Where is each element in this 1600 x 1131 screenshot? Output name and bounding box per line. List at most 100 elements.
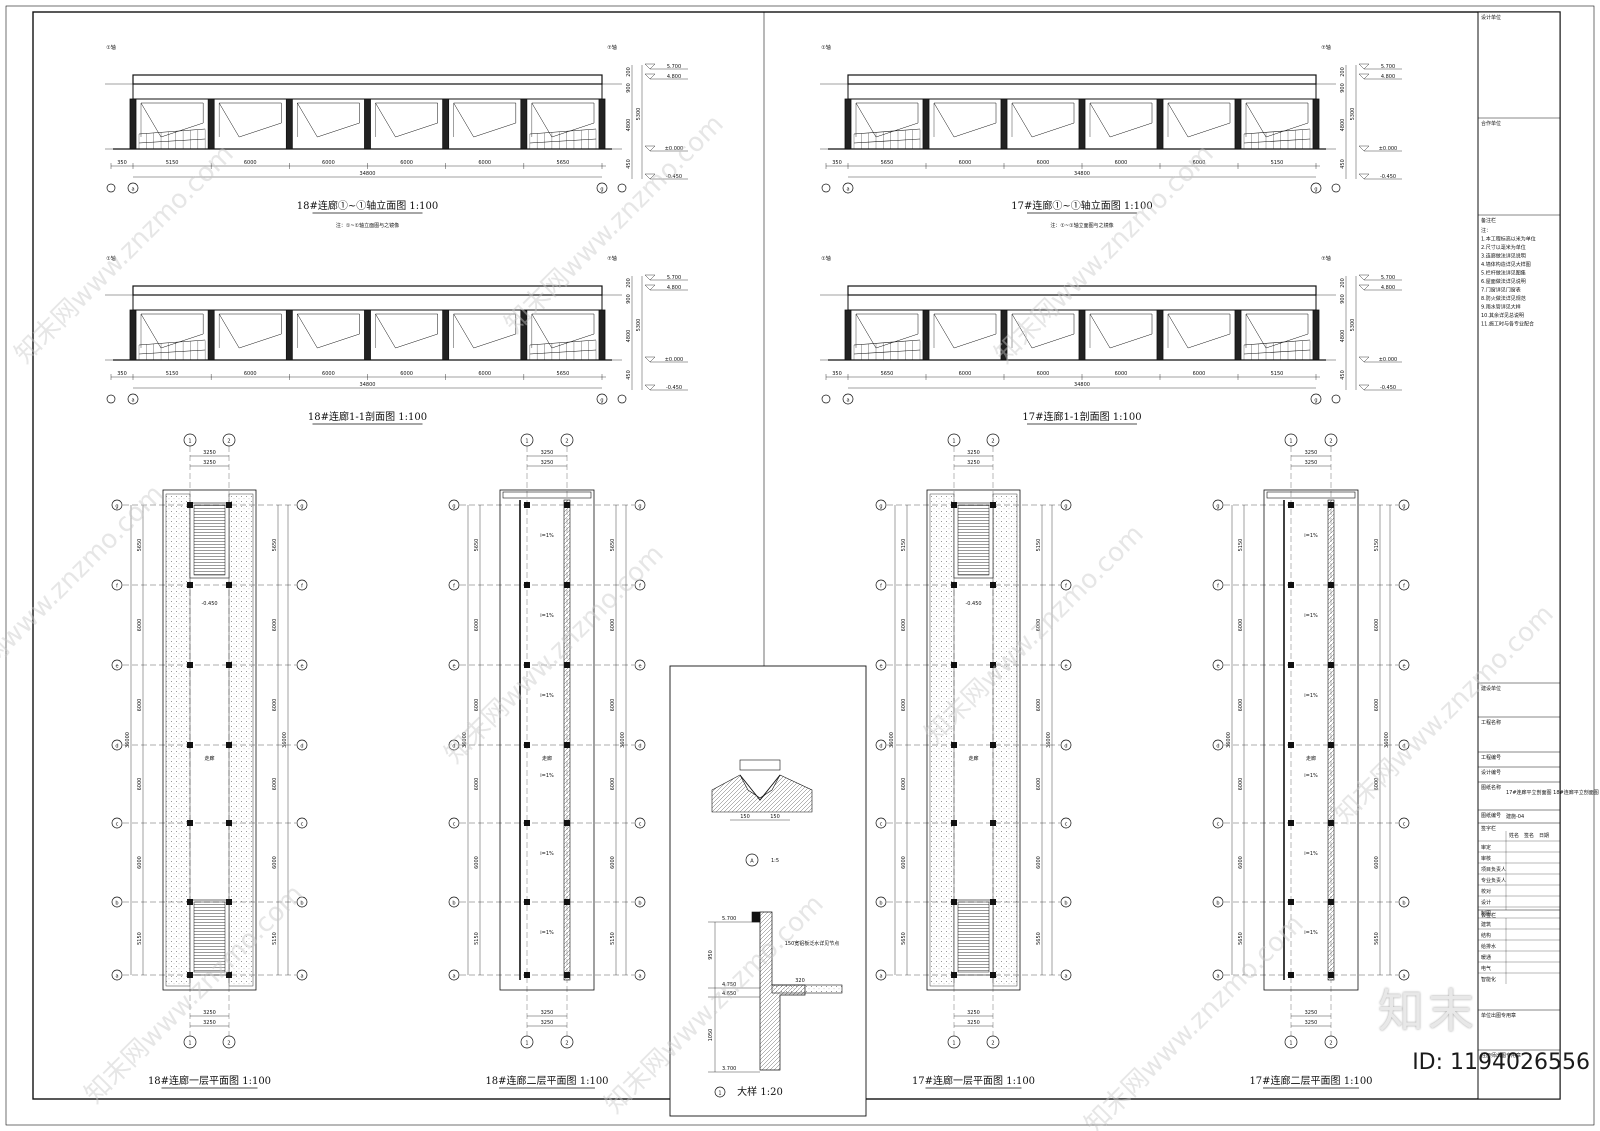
resource-id-label: ID: 1194026556	[1412, 1050, 1590, 1075]
axis-bubble-1-label: 1	[525, 1041, 528, 1047]
slope-label: i=1%	[540, 693, 554, 699]
dim-span: 5650	[881, 371, 894, 377]
axis-bubble-left-label: f	[1217, 584, 1219, 590]
column	[1288, 742, 1294, 748]
axis-bubble-left-label: c	[453, 822, 456, 828]
bay-opening	[531, 313, 595, 349]
rail-top	[529, 339, 597, 346]
axis-bubble-left	[111, 969, 123, 981]
level-mark	[1358, 274, 1370, 281]
axis-tag: ⑦轴	[607, 44, 616, 51]
axis-bubble-small	[821, 394, 831, 404]
vdim-value: 450	[626, 159, 632, 169]
axis-bubble-right-label: e	[1402, 664, 1405, 670]
vdim-value: 5300	[636, 108, 642, 121]
axis-bubble-left-label: g	[1216, 504, 1219, 510]
spacing-dim: 6000	[474, 619, 480, 632]
axis-tag: ⑦轴	[1321, 44, 1330, 51]
stair-bottom	[957, 901, 990, 973]
axis-bubble-right	[296, 579, 308, 591]
axis-bubble-right	[634, 659, 646, 671]
axis-bubble-left	[875, 499, 887, 511]
tb-sign-role: 校对	[1481, 888, 1491, 895]
column	[990, 742, 996, 748]
elevation-title: 17#连廊1-1剖面图 1:100	[1022, 410, 1141, 423]
axis-bubble-left	[1212, 579, 1224, 591]
spacing-dim: 6000	[272, 699, 278, 712]
vdim-value: 4800	[626, 119, 632, 132]
axis-bubble-left	[127, 393, 139, 405]
rail-top	[1243, 339, 1311, 346]
dim-span: 350	[832, 371, 842, 377]
detail-a-joint	[739, 774, 781, 801]
axis-bubble-left-label: g	[879, 504, 882, 510]
width-dim: 3250	[203, 460, 216, 466]
vdim-value: 5300	[1350, 319, 1356, 332]
tb-drawing-name: 17#连廊平立剖面图 18#连廊平立剖面图	[1506, 789, 1599, 796]
vdim-value: 4800	[626, 330, 632, 343]
floor-level: -0.450	[965, 601, 981, 607]
axis-bubble-right-label: e	[1064, 664, 1067, 670]
vdim-value: 4800	[1340, 119, 1346, 132]
axis-bubble-left	[1212, 739, 1224, 751]
column	[564, 582, 570, 588]
column	[207, 309, 215, 361]
column	[442, 98, 450, 150]
total-dim: 36000	[125, 732, 131, 748]
column	[187, 582, 193, 588]
rail-mid	[138, 138, 206, 144]
axis-bubble-right	[1398, 579, 1410, 591]
tb-note: 4.墙体构造详见大样图	[1481, 261, 1531, 268]
vdim-value: 200	[626, 67, 632, 77]
axis-bubble-small	[617, 394, 627, 404]
axis-bubble-right	[1060, 739, 1072, 751]
elevation-note: 注：①~①轴立面图与之镜像	[1050, 222, 1113, 229]
tb-note: 6.屋面做法详见说明	[1481, 278, 1526, 285]
column	[844, 98, 852, 150]
column	[1312, 98, 1320, 150]
parapet-top	[1266, 491, 1356, 499]
bay-opening	[855, 313, 919, 349]
axis-bubble-right-label: f	[1403, 584, 1405, 590]
level-mark	[644, 145, 656, 152]
dim-span: 350	[832, 160, 842, 166]
detail-vdim: 950	[708, 950, 714, 960]
bay-opening	[453, 102, 517, 138]
detail-a-bubble-label: A	[750, 859, 754, 865]
room-label: 走廊	[204, 755, 214, 762]
detail-level: 3.700	[722, 1066, 736, 1072]
level-value: ±0.000	[665, 357, 684, 363]
rail-mid	[529, 138, 597, 144]
axis-bubble-right-label: a	[638, 974, 641, 980]
column	[1234, 98, 1242, 150]
axis-bubble-left-label: a	[131, 187, 134, 193]
axis-bubble-right	[634, 817, 646, 829]
column	[844, 309, 852, 361]
znzmo-logo-watermark: 知末	[1378, 984, 1478, 1038]
slope-label: i=1%	[1304, 533, 1318, 539]
level-mark	[644, 356, 656, 363]
tb-discipline: 智能化	[1481, 976, 1496, 983]
detail-1-title: 大样 1:20	[737, 1085, 783, 1098]
axis-bubble-left	[1212, 817, 1224, 829]
spacing-dim: 5650	[1036, 932, 1042, 945]
axis-bubble-left	[127, 182, 139, 194]
slope-label: i=1%	[1304, 930, 1318, 936]
axis-bubble-right-label: d	[300, 744, 303, 750]
spacing-dim: 5150	[1036, 539, 1042, 552]
spacing-dim: 5150	[1238, 539, 1244, 552]
spacing-dim: 6000	[137, 619, 143, 632]
column	[187, 972, 193, 978]
vdim-value: 900	[1340, 294, 1346, 304]
level-mark	[1358, 145, 1370, 152]
axis-bubble-right	[1398, 817, 1410, 829]
spacing-dim: 5650	[474, 539, 480, 552]
axis-bubble-left	[448, 896, 460, 908]
level-mark	[1358, 384, 1370, 391]
column	[187, 662, 193, 668]
detail-a-scale: 1:5	[771, 858, 779, 864]
tb-row-label: 建设单位	[1481, 685, 1501, 692]
spacing-dim: 6000	[474, 856, 480, 869]
